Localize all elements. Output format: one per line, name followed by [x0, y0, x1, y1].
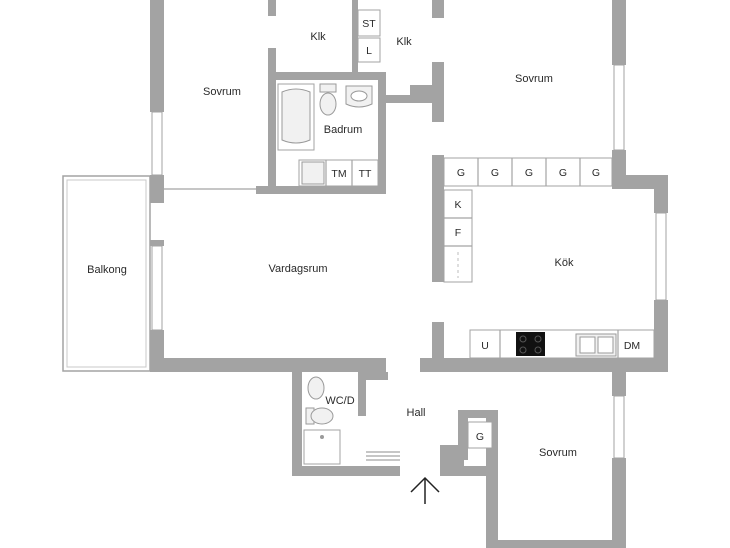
- fixture-label-f: F: [455, 227, 461, 239]
- fixture-label-kitchen-g: G: [491, 167, 499, 179]
- l-box: [357, 37, 381, 63]
- room-label-badrum: Badrum: [324, 124, 363, 136]
- sink-icon: [345, 85, 373, 108]
- fixture-label-kitchen-g: G: [559, 167, 567, 179]
- room-label-klk-1: Klk: [310, 31, 326, 43]
- fixture-label-hall-g: G: [476, 431, 484, 443]
- kitchen-sink-icon: [575, 333, 617, 357]
- fixture-label-u: U: [481, 340, 489, 352]
- room-label-sovrum-ne: Sovrum: [515, 73, 553, 85]
- toilet-icon: [319, 83, 337, 116]
- fixture-label-k: K: [454, 199, 461, 211]
- room-label-wc: WC/D: [325, 395, 354, 407]
- room-label-hall: Hall: [407, 407, 426, 419]
- fixture-label-dm: DM: [624, 340, 640, 352]
- kitchen-upper-counter: [443, 157, 613, 187]
- entrance-arrow-icon: [410, 476, 440, 504]
- fixture-label-kitchen-g: G: [592, 167, 600, 179]
- fixture-label-l: L: [366, 45, 372, 57]
- room-label-balkong: Balkong: [87, 264, 127, 276]
- room-label-sovrum-se: Sovrum: [539, 447, 577, 459]
- windows: [151, 64, 667, 459]
- room-label-klk-2: Klk: [396, 36, 412, 48]
- fixture-label-tt: TT: [359, 168, 372, 180]
- walls: [150, 0, 668, 548]
- hall-g-box: [467, 421, 493, 449]
- bathtub: [277, 83, 315, 151]
- fixture-label-kitchen-g: G: [525, 167, 533, 179]
- stove-icon: [516, 332, 545, 356]
- wc-toilet-icon: [305, 407, 334, 425]
- st-box: [357, 9, 381, 37]
- kitchen-lower-counter: [469, 329, 655, 359]
- fixture-label-tm: TM: [331, 168, 346, 180]
- fixture-label-st: ST: [362, 18, 376, 30]
- room-label-vardagsrum: Vardagsrum: [268, 263, 327, 275]
- threshold: [366, 451, 400, 461]
- laundry-sink: [301, 161, 325, 185]
- wc-sink-icon: [307, 376, 325, 400]
- room-label-sovrum-nw: Sovrum: [203, 86, 241, 98]
- room-label-kok: Kök: [555, 257, 574, 269]
- balcony-outline: [62, 175, 151, 372]
- fixture-label-kitchen-g: G: [457, 167, 465, 179]
